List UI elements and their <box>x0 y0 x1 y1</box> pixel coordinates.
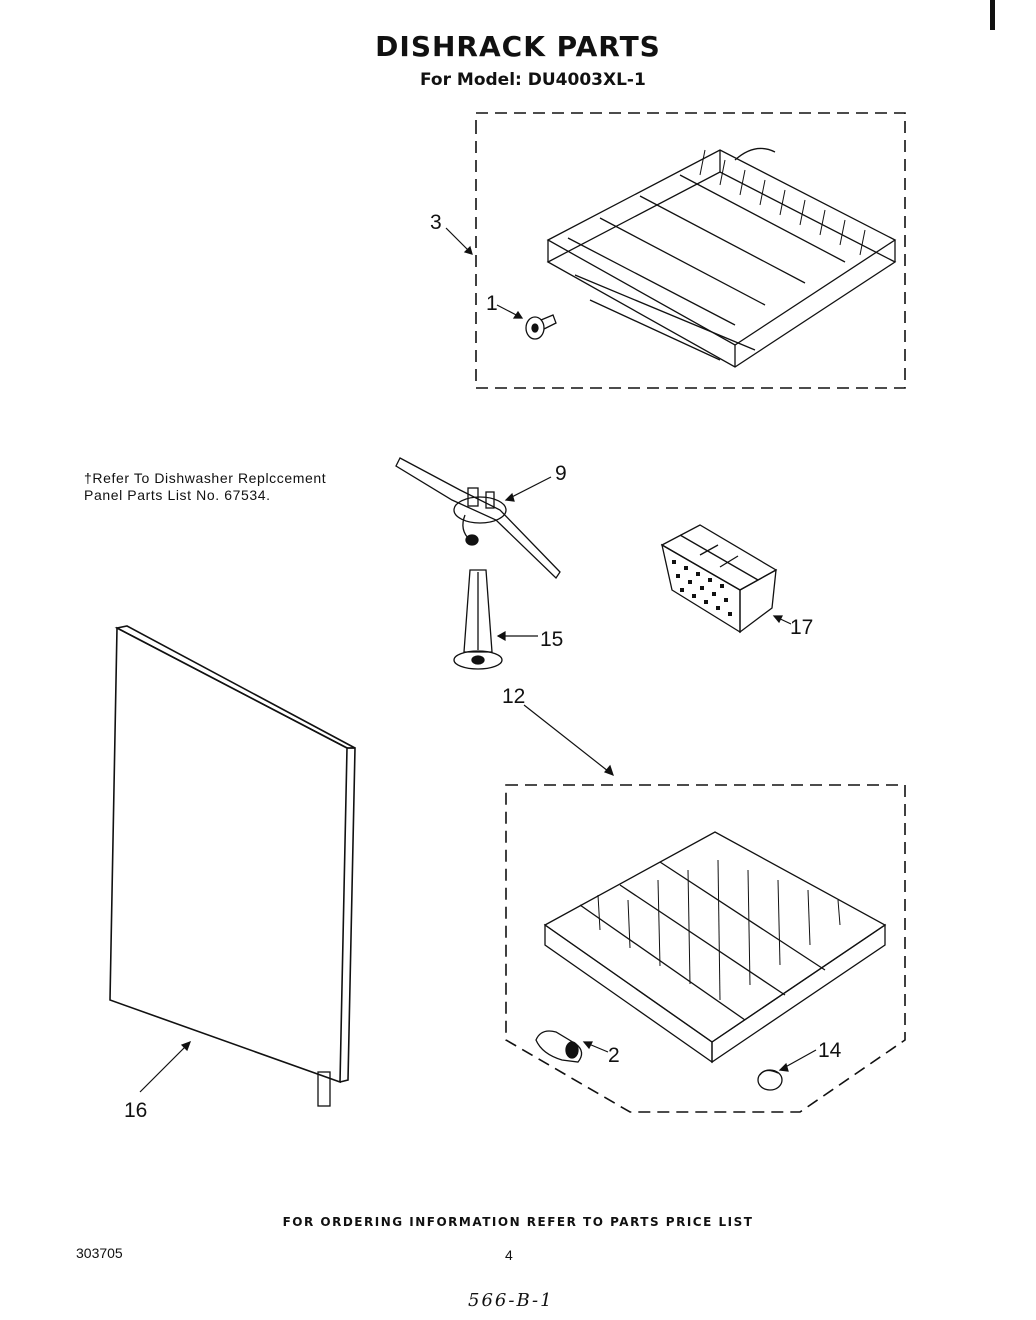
silverware-basket-part-17 <box>660 524 778 634</box>
wheel-cap-part-14 <box>757 1069 783 1091</box>
callout-3: 3 <box>430 211 442 234</box>
callout-16: 16 <box>124 1099 147 1122</box>
callout-2: 2 <box>608 1044 620 1067</box>
note-line-2: Panel Parts List No. 67534. <box>84 487 271 503</box>
rack-roller-part-2 <box>535 1030 583 1063</box>
document-number: 303705 <box>76 1245 123 1261</box>
callout-12: 12 <box>502 685 525 708</box>
lower-rack-assembly-box <box>505 784 906 1113</box>
callout-1: 1 <box>486 292 498 315</box>
ordering-info-footer: FOR ORDERING INFORMATION REFER TO PARTS … <box>282 1215 754 1229</box>
wash-tower-part-15 <box>453 569 503 670</box>
handwritten-note: 566-B-1 <box>468 1290 554 1311</box>
replacement-panel-note: †Refer To Dishwasher Replccement Panel P… <box>84 470 326 504</box>
model-subtitle: For Model: DU4003XL-1 <box>420 70 646 90</box>
page-title: DISHRACK PARTS <box>375 30 661 63</box>
callout-15: 15 <box>540 628 563 651</box>
rack-stop-part-1 <box>525 314 557 340</box>
page-number: 4 <box>505 1247 513 1263</box>
spray-arm-part-9 <box>395 457 561 580</box>
lower-rack-illustration <box>543 831 887 1064</box>
door-panel-part-16 <box>109 625 356 1107</box>
margin-mark <box>990 0 995 30</box>
callout-17: 17 <box>790 616 813 639</box>
upper-rack-illustration <box>546 147 897 368</box>
leader-lines <box>139 227 817 1093</box>
callout-14: 14 <box>818 1039 842 1062</box>
note-line-1: †Refer To Dishwasher Replccement <box>84 470 327 486</box>
callout-9: 9 <box>555 462 567 485</box>
